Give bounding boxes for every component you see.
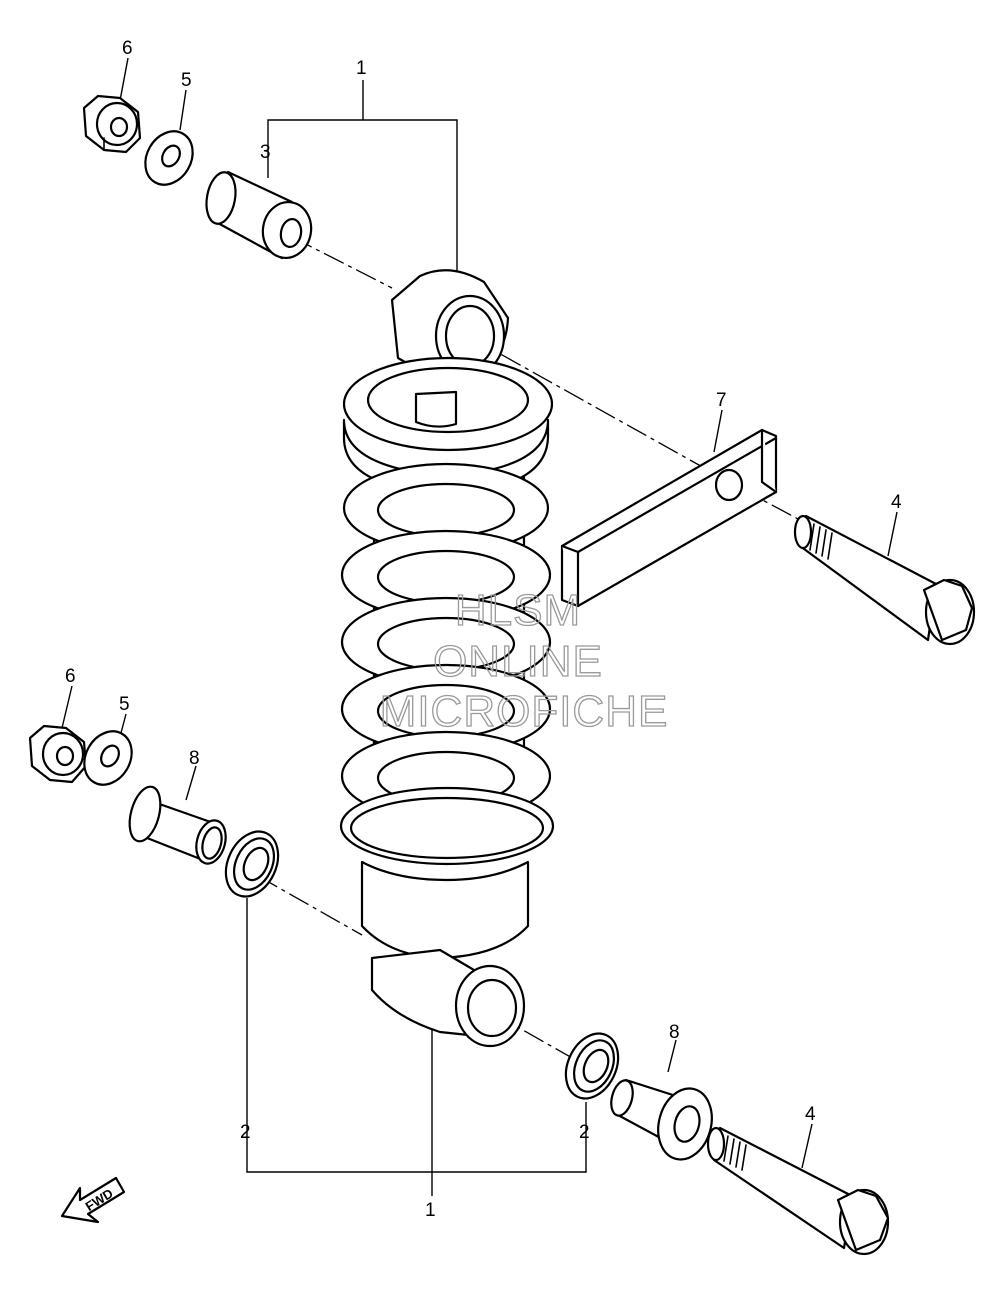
- callout-8-right: 8: [669, 1022, 680, 1043]
- bearing-2-left: [224, 830, 280, 898]
- nut-bottom: [28, 724, 88, 784]
- callout-4-top: 4: [891, 492, 902, 513]
- callout-5-bottom: 5: [119, 694, 130, 715]
- leader-6-bottom: [61, 685, 73, 729]
- callout-6-bottom: 6: [65, 666, 76, 687]
- watermark-line-1: HLSM: [455, 586, 581, 635]
- callout-7: 7: [716, 390, 727, 411]
- leader-8-right: [667, 1039, 677, 1073]
- bolt-bottom: [706, 1126, 890, 1256]
- callout-8-left: 8: [189, 748, 200, 769]
- callout-1-top: 1: [356, 58, 367, 79]
- callout-5-top: 5: [181, 70, 192, 91]
- fwd-arrow-icon: FWD: [60, 1176, 126, 1224]
- bolt-top: [793, 514, 976, 646]
- callout-2-right: 2: [579, 1122, 590, 1143]
- collar-8-left: [128, 785, 227, 865]
- watermark-line-3: MICROFICHE: [380, 687, 669, 736]
- collar-3: [205, 170, 313, 260]
- collar-8-right: [610, 1078, 713, 1161]
- bracket-7: [560, 428, 778, 608]
- upper-axis-line-left: [291, 236, 393, 289]
- nut-top: [82, 94, 142, 154]
- callout-4-bottom: 4: [805, 1104, 816, 1125]
- leader-5-top: [179, 89, 187, 131]
- watermark: HLSM ONLINE MICROFICHE: [379, 585, 669, 736]
- washer-top: [144, 130, 194, 186]
- leader-7: [713, 409, 723, 453]
- bearing-2-right: [564, 1032, 620, 1100]
- leader-2-bracket: [246, 898, 587, 1173]
- watermark-line-2: ONLINE: [433, 637, 603, 686]
- shock-absorber-1: [339, 269, 555, 1048]
- upper-axis-line-right: [469, 336, 741, 489]
- leader-4-bottom: [801, 1123, 813, 1169]
- callout-6-top: 6: [122, 38, 133, 59]
- lower-axis-line-left: [257, 875, 363, 936]
- callout-3: 3: [260, 142, 271, 163]
- callout-2-left: 2: [240, 1122, 251, 1143]
- washer-bottom: [83, 730, 133, 786]
- callout-1-bottom: 1: [425, 1200, 436, 1221]
- leader-8-left: [185, 765, 197, 801]
- leader-4-top: [887, 511, 898, 557]
